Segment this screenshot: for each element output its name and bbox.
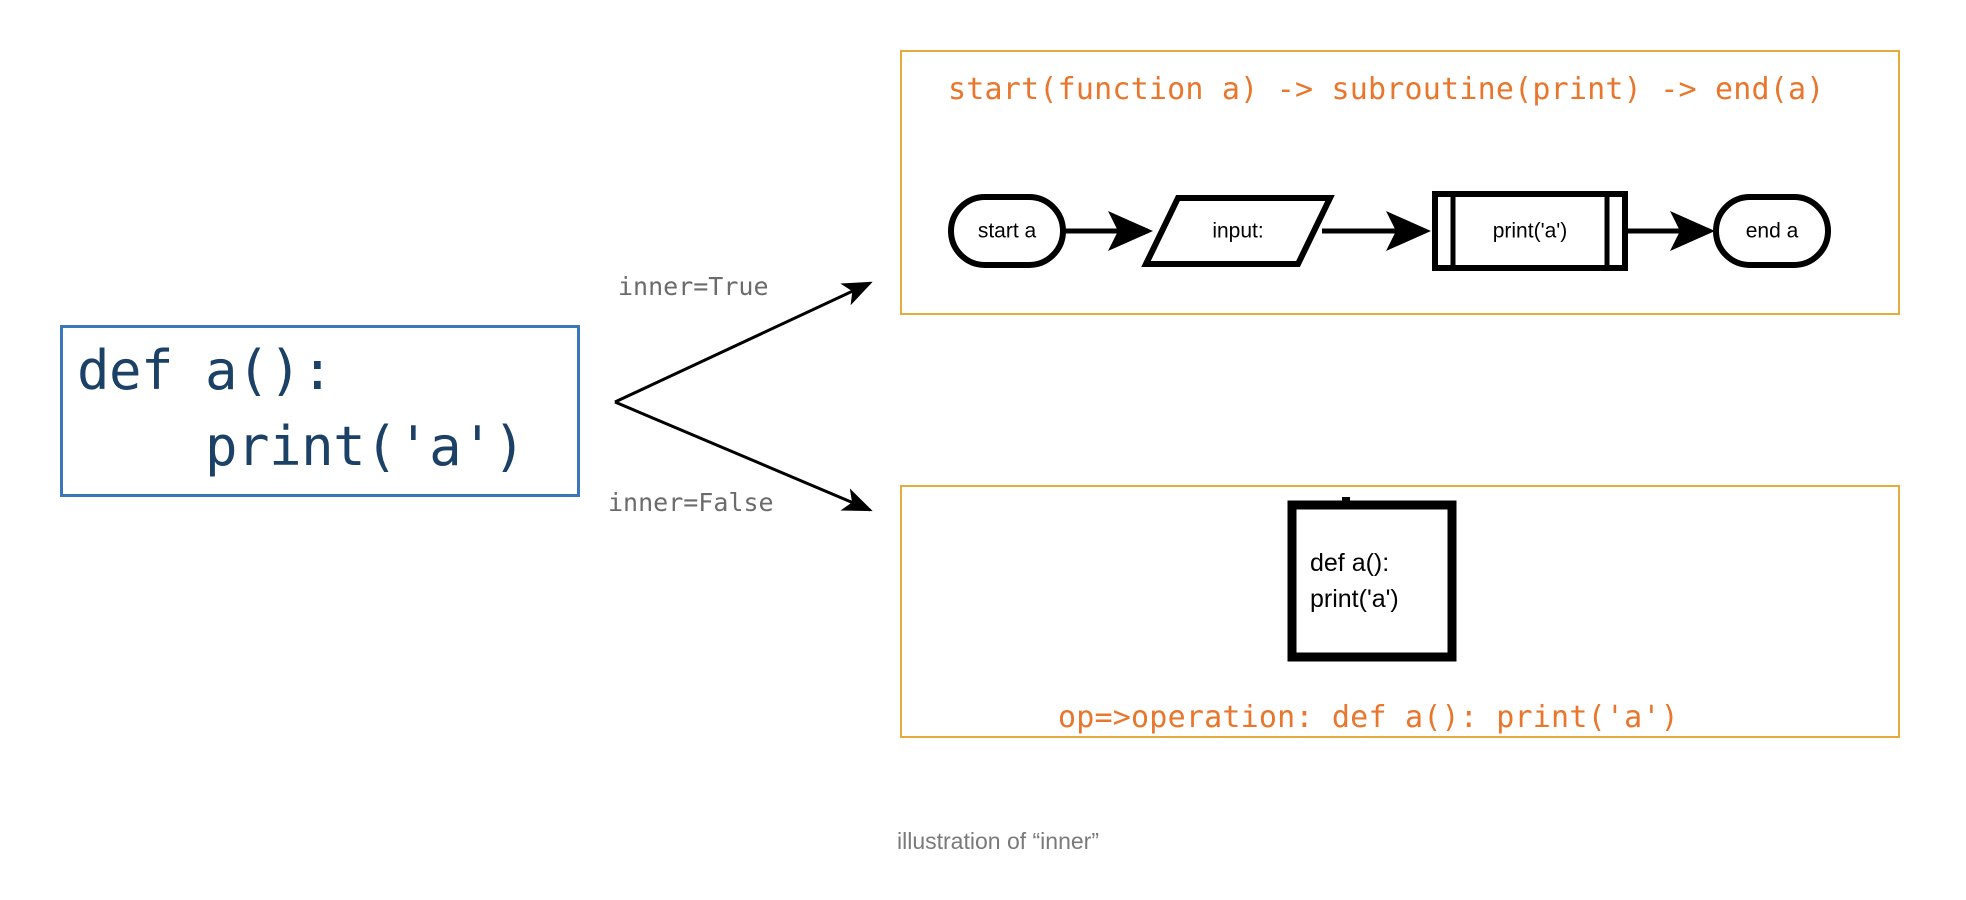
branch-arrows <box>614 281 873 512</box>
flow-node-inputoutput: input: <box>1141 195 1335 267</box>
flow-node-end: end a <box>1713 194 1831 268</box>
flow-node-start-label: start a <box>978 220 1037 243</box>
operation-label-line-1: def a(): <box>1310 549 1389 577</box>
operation-label-line-2: print('a') <box>1310 585 1399 613</box>
branch-arrow-true <box>614 281 873 404</box>
flow-node-subroutine: print('a') <box>1432 191 1628 271</box>
figure-caption-text: illustration of “inner” <box>897 828 1099 854</box>
flow-node-subroutine-label: print('a') <box>1493 220 1568 243</box>
figure-caption: illustration of “inner” <box>0 828 1966 855</box>
branch-arrow-false <box>614 400 873 512</box>
flow-node-inputoutput-label: input: <box>1212 220 1263 243</box>
inner-true-panel <box>900 50 1900 315</box>
flow-node-start: start a <box>948 194 1066 268</box>
branch-label-inner-true: inner=True <box>618 272 769 301</box>
inner-false-flowchart: def a(): print('a') <box>1287 497 1457 662</box>
source-code-line-2: print('a') <box>77 414 526 478</box>
inner-true-flowchart: start a input: print('a') end a <box>948 191 1831 271</box>
branch-label-inner-false: inner=False <box>608 488 774 517</box>
flow-node-operation: def a(): print('a') <box>1287 497 1457 662</box>
inner-true-flowchart-source: start(function a) -> subroutine(print) -… <box>948 72 1825 107</box>
source-code-box: def a(): print('a') <box>60 325 580 497</box>
flow-node-end-label: end a <box>1746 220 1799 243</box>
inner-false-flowchart-source: op=>operation: def a(): print('a') <box>1058 700 1679 735</box>
source-code-line-1: def a(): <box>77 339 334 402</box>
